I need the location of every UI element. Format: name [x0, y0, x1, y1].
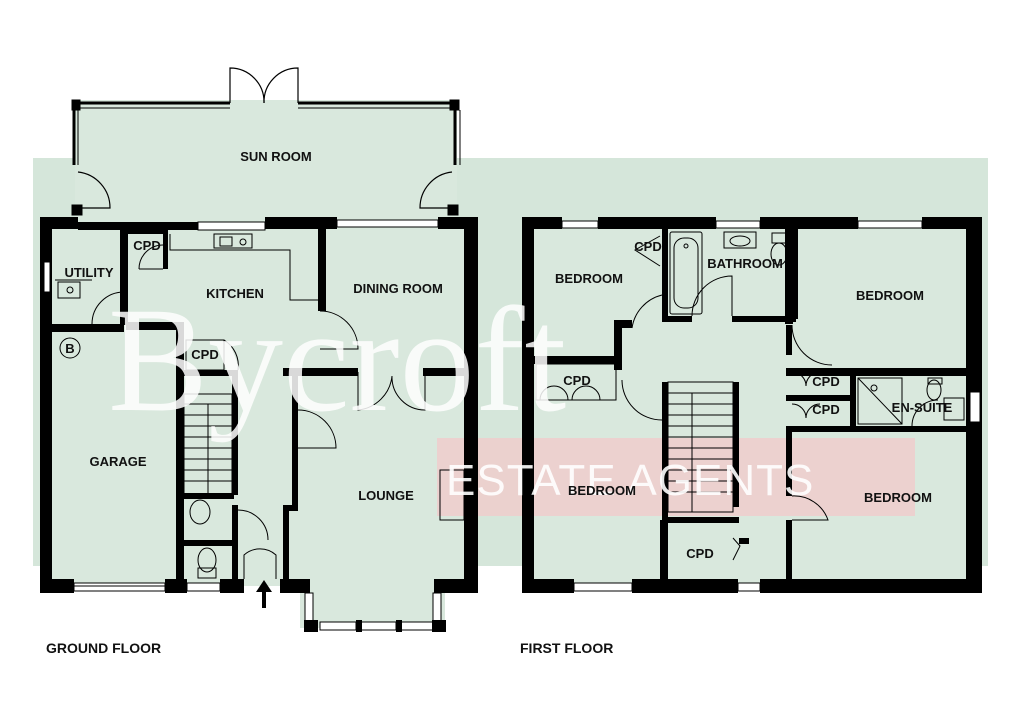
sun-room-walls [71, 67, 461, 216]
watermark-logo: Bycroft [108, 277, 566, 443]
first-floor-windows [561, 220, 981, 592]
watermark-subtext: ESTATE AGENTS [446, 456, 814, 505]
first-floor-title: FIRST FLOOR [520, 640, 613, 656]
label-bedroom-main: BEDROOM [568, 483, 636, 498]
first-floor-fixtures [535, 231, 965, 561]
label-bedroom-front-left: BEDROOM [555, 271, 623, 286]
watermark-band [437, 438, 915, 516]
label-garage: GARAGE [89, 454, 146, 469]
label-boiler: B [65, 341, 74, 356]
label-cpd-right-lower: CPD [812, 402, 839, 417]
label-kitchen: KITCHEN [206, 286, 264, 301]
first-floor-walls [522, 217, 982, 593]
label-utility: UTILITY [64, 265, 113, 280]
bay-window-fill [300, 586, 445, 628]
sun-room-fill [75, 100, 457, 220]
ground-floor-title: GROUND FLOOR [46, 640, 161, 656]
label-sun-room: SUN ROOM [240, 149, 312, 164]
label-bedroom-front-right: BEDROOM [864, 490, 932, 505]
label-cpd-landing: CPD [686, 546, 713, 561]
label-lounge: LOUNGE [358, 488, 414, 503]
room-labels: SUN ROOM UTILITY CPD KITCHEN DINING ROOM… [64, 149, 952, 561]
label-bedroom-rear-right: BEDROOM [856, 288, 924, 303]
ground-floor-fill [44, 220, 472, 586]
front-door-arrow-icon [256, 580, 272, 608]
label-cpd-left: CPD [563, 373, 590, 388]
first-floor-fill [526, 220, 978, 586]
ground-floor-windows [43, 219, 442, 631]
ground-floor-fixtures [55, 233, 465, 587]
label-dining-room: DINING ROOM [353, 281, 443, 296]
label-cpd-kitchen: CPD [133, 238, 160, 253]
label-en-suite: EN-SUITE [892, 400, 953, 415]
label-cpd-right-upper: CPD [812, 374, 839, 389]
bay-posts [304, 620, 446, 632]
label-cpd-hall: CPD [191, 347, 218, 362]
label-cpd-bed2: CPD [634, 239, 661, 254]
ground-floor-walls [40, 217, 478, 593]
label-bathroom: BATHROOM [707, 256, 783, 271]
